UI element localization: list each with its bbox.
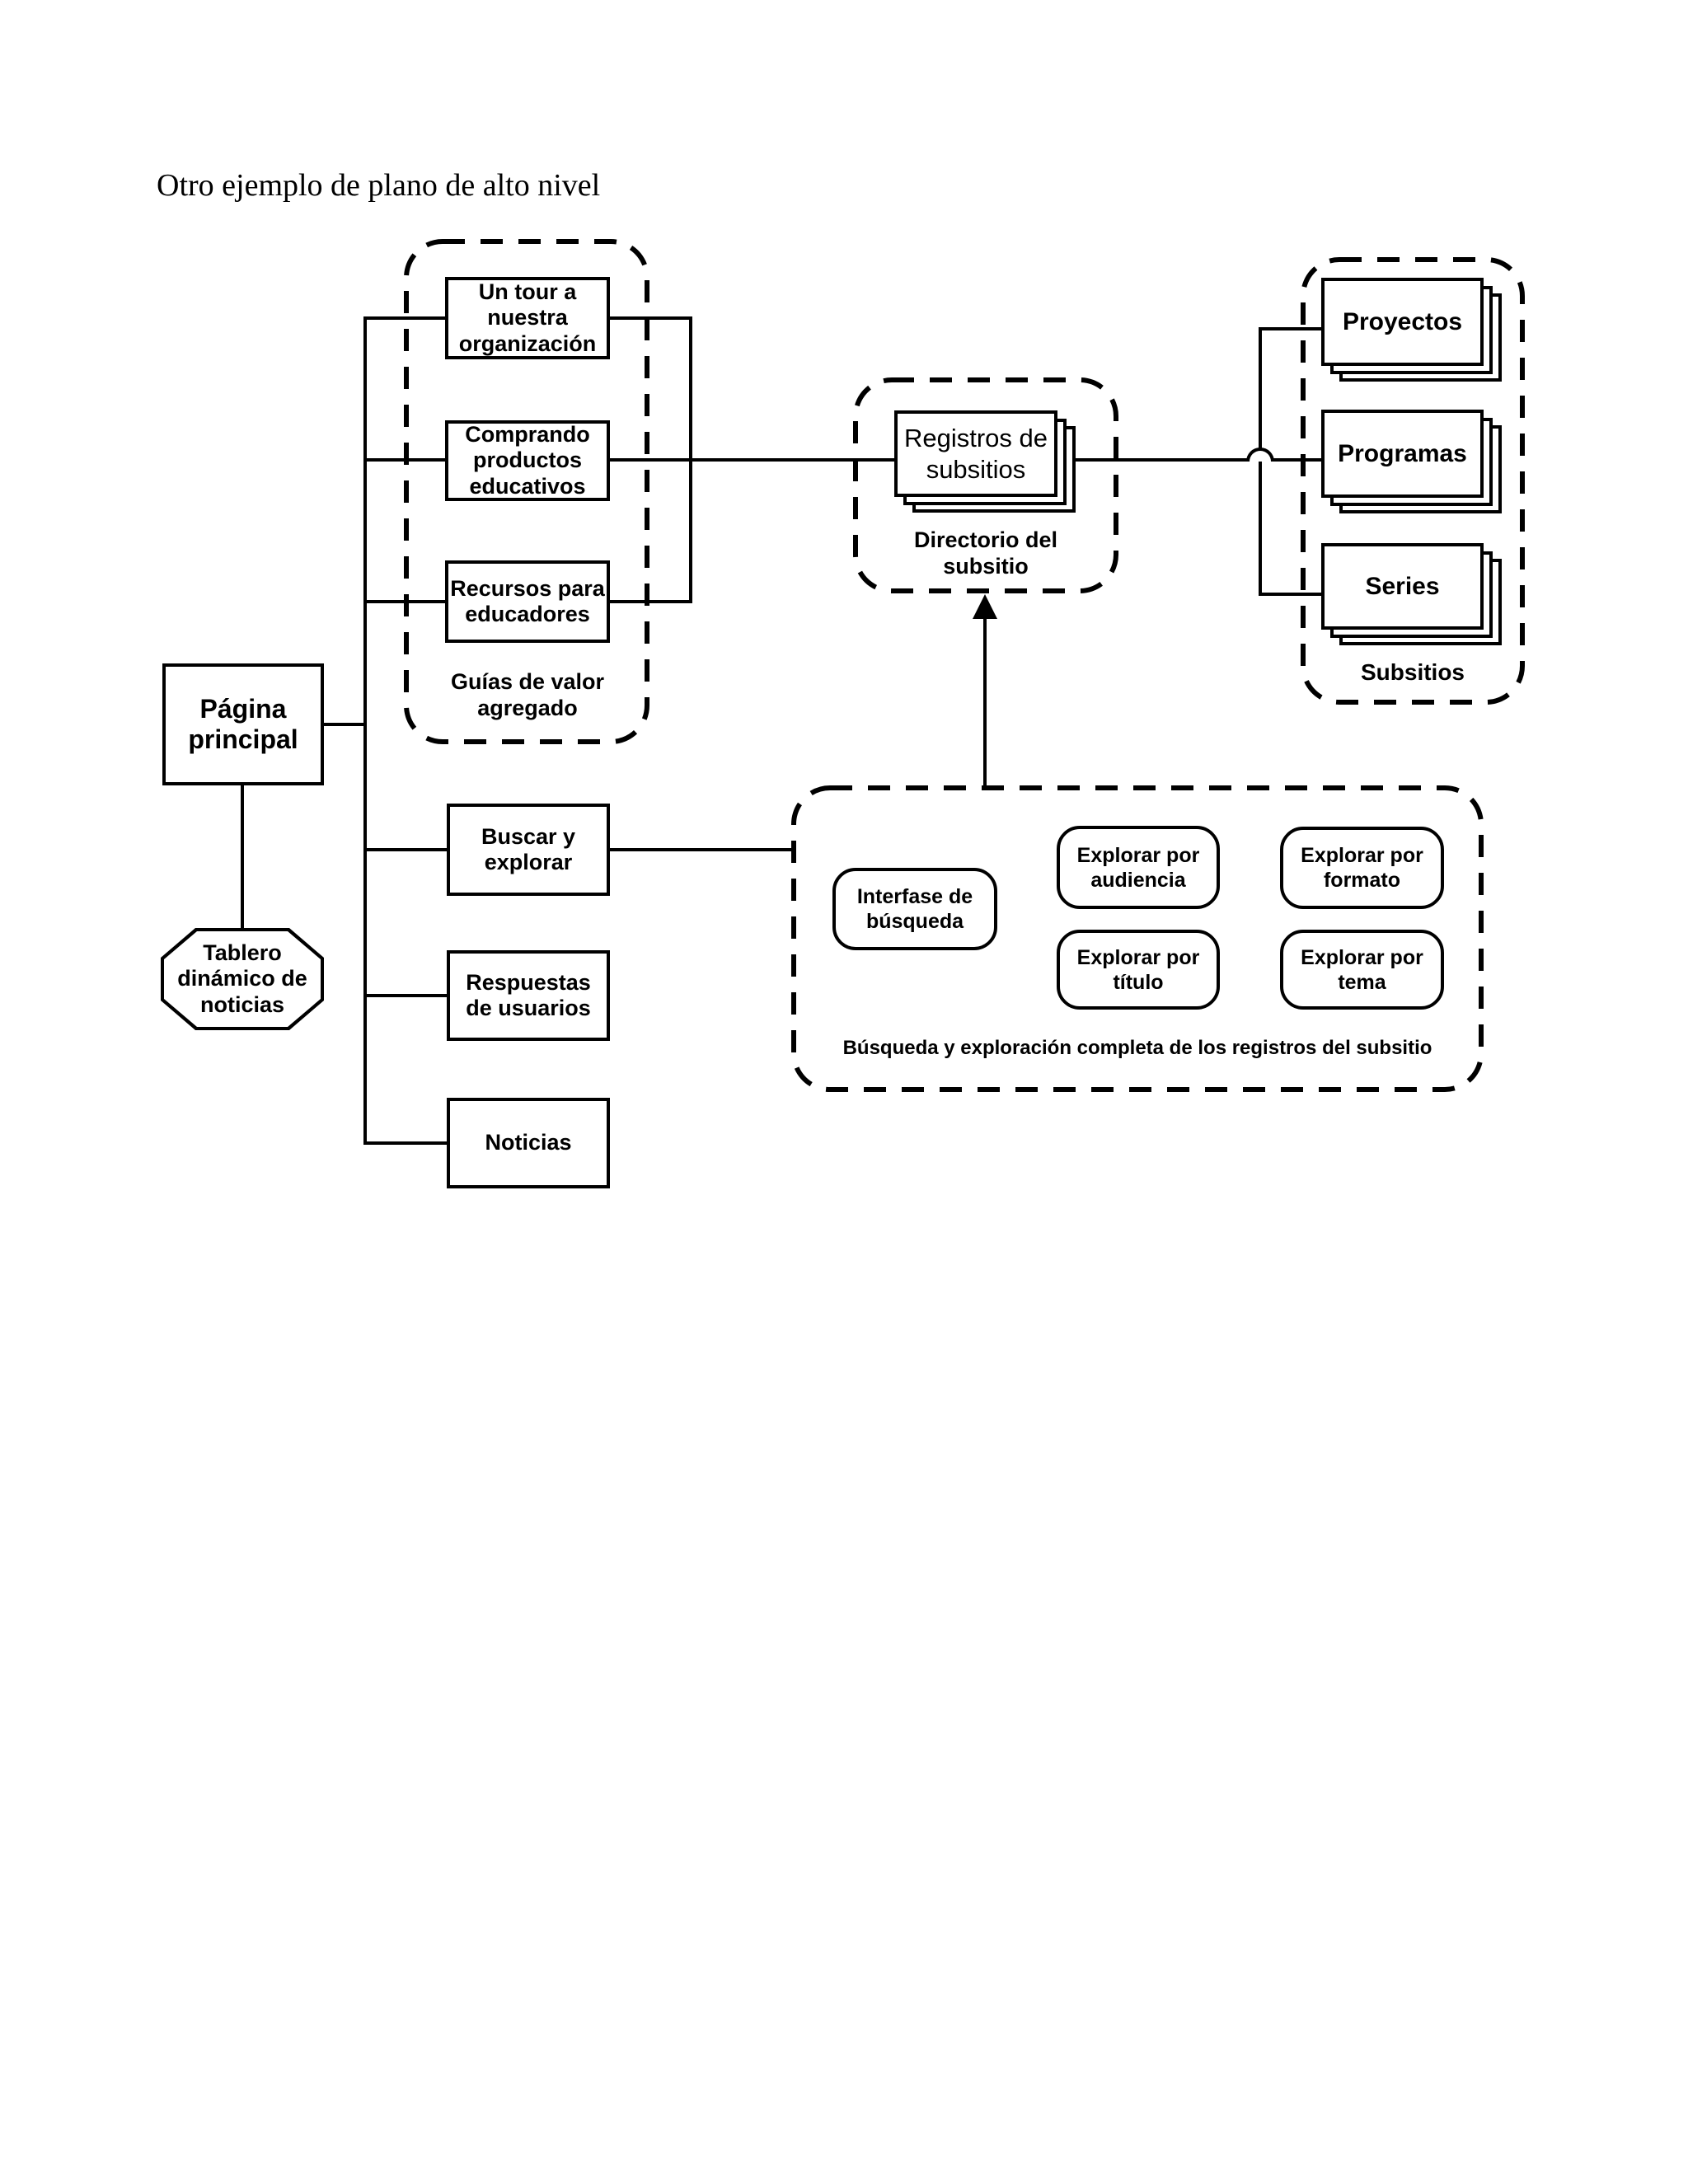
node-pagina-principal: Página principal: [162, 663, 324, 785]
caption-guias: Guías de valor agregado: [450, 669, 605, 720]
connector-series-branch: [1259, 593, 1321, 596]
connector-buscar-left: [365, 848, 448, 851]
group-border-directorio: [853, 377, 1118, 593]
connector-untour-left: [365, 316, 447, 320]
line-jump-arc: [1246, 448, 1274, 462]
node-registros-subsitios: Registros de subsitios: [894, 410, 1076, 513]
group-border-subsitios: [1301, 257, 1525, 705]
node-respuestas: Respuestas de usuarios: [447, 950, 610, 1041]
node-proyectos: Proyectos: [1321, 278, 1502, 382]
caption-subsitios: Subsitios: [1360, 659, 1465, 685]
connector-registros-programas: [1057, 458, 1321, 462]
connector-right-trunk: [1259, 327, 1262, 596]
connector-comprando-registros: [365, 458, 896, 462]
connector-left-trunk: [363, 316, 367, 1145]
node-explorar-audiencia: Explorar por audiencia: [1057, 826, 1220, 909]
connector-pagina-tablero: [241, 784, 244, 930]
connector-recursos-left: [365, 600, 447, 603]
connector-respuestas-left: [365, 994, 448, 997]
caption-directorio: Directorio del subsitio: [913, 527, 1058, 579]
node-noticias: Noticias: [447, 1098, 610, 1188]
caption-busqueda-completa: Búsqueda y exploración completa de los r…: [842, 1037, 1432, 1059]
node-buscar: Buscar y explorar: [447, 804, 610, 896]
node-recursos: Recursos para educadores: [445, 560, 610, 643]
connector-untour-right: [610, 316, 692, 320]
node-explorar-formato: Explorar por formato: [1280, 827, 1444, 909]
connector-buscar-busqueda: [610, 848, 791, 851]
connector-proyectos-branch: [1259, 327, 1321, 330]
node-comprando: Comprando productos educativos: [445, 420, 610, 501]
page-title: Otro ejemplo de plano de alto nivel: [157, 168, 601, 203]
node-explorar-tema: Explorar por tema: [1280, 930, 1444, 1010]
node-interfase-busqueda: Interfase de búsqueda: [832, 868, 997, 950]
group-border-guias: [404, 239, 649, 744]
arrow-shaft-busqueda-directorio: [983, 616, 987, 787]
node-explorar-titulo: Explorar por título: [1057, 930, 1220, 1010]
group-border-busqueda: [791, 785, 1484, 1092]
connector-pagina-trunk: [324, 723, 367, 726]
connector-noticias-left: [365, 1141, 448, 1145]
node-un-tour: Un tour a nuestra organización: [445, 277, 610, 359]
connector-recursos-right: [610, 600, 692, 603]
node-programas: Programas: [1321, 410, 1502, 513]
node-tablero-dinamico: Tablero dinámico de noticias: [161, 928, 324, 1030]
node-series: Series: [1321, 543, 1502, 645]
arrowhead-up-icon: [973, 594, 997, 619]
connector-inner-trunk: [689, 316, 692, 603]
